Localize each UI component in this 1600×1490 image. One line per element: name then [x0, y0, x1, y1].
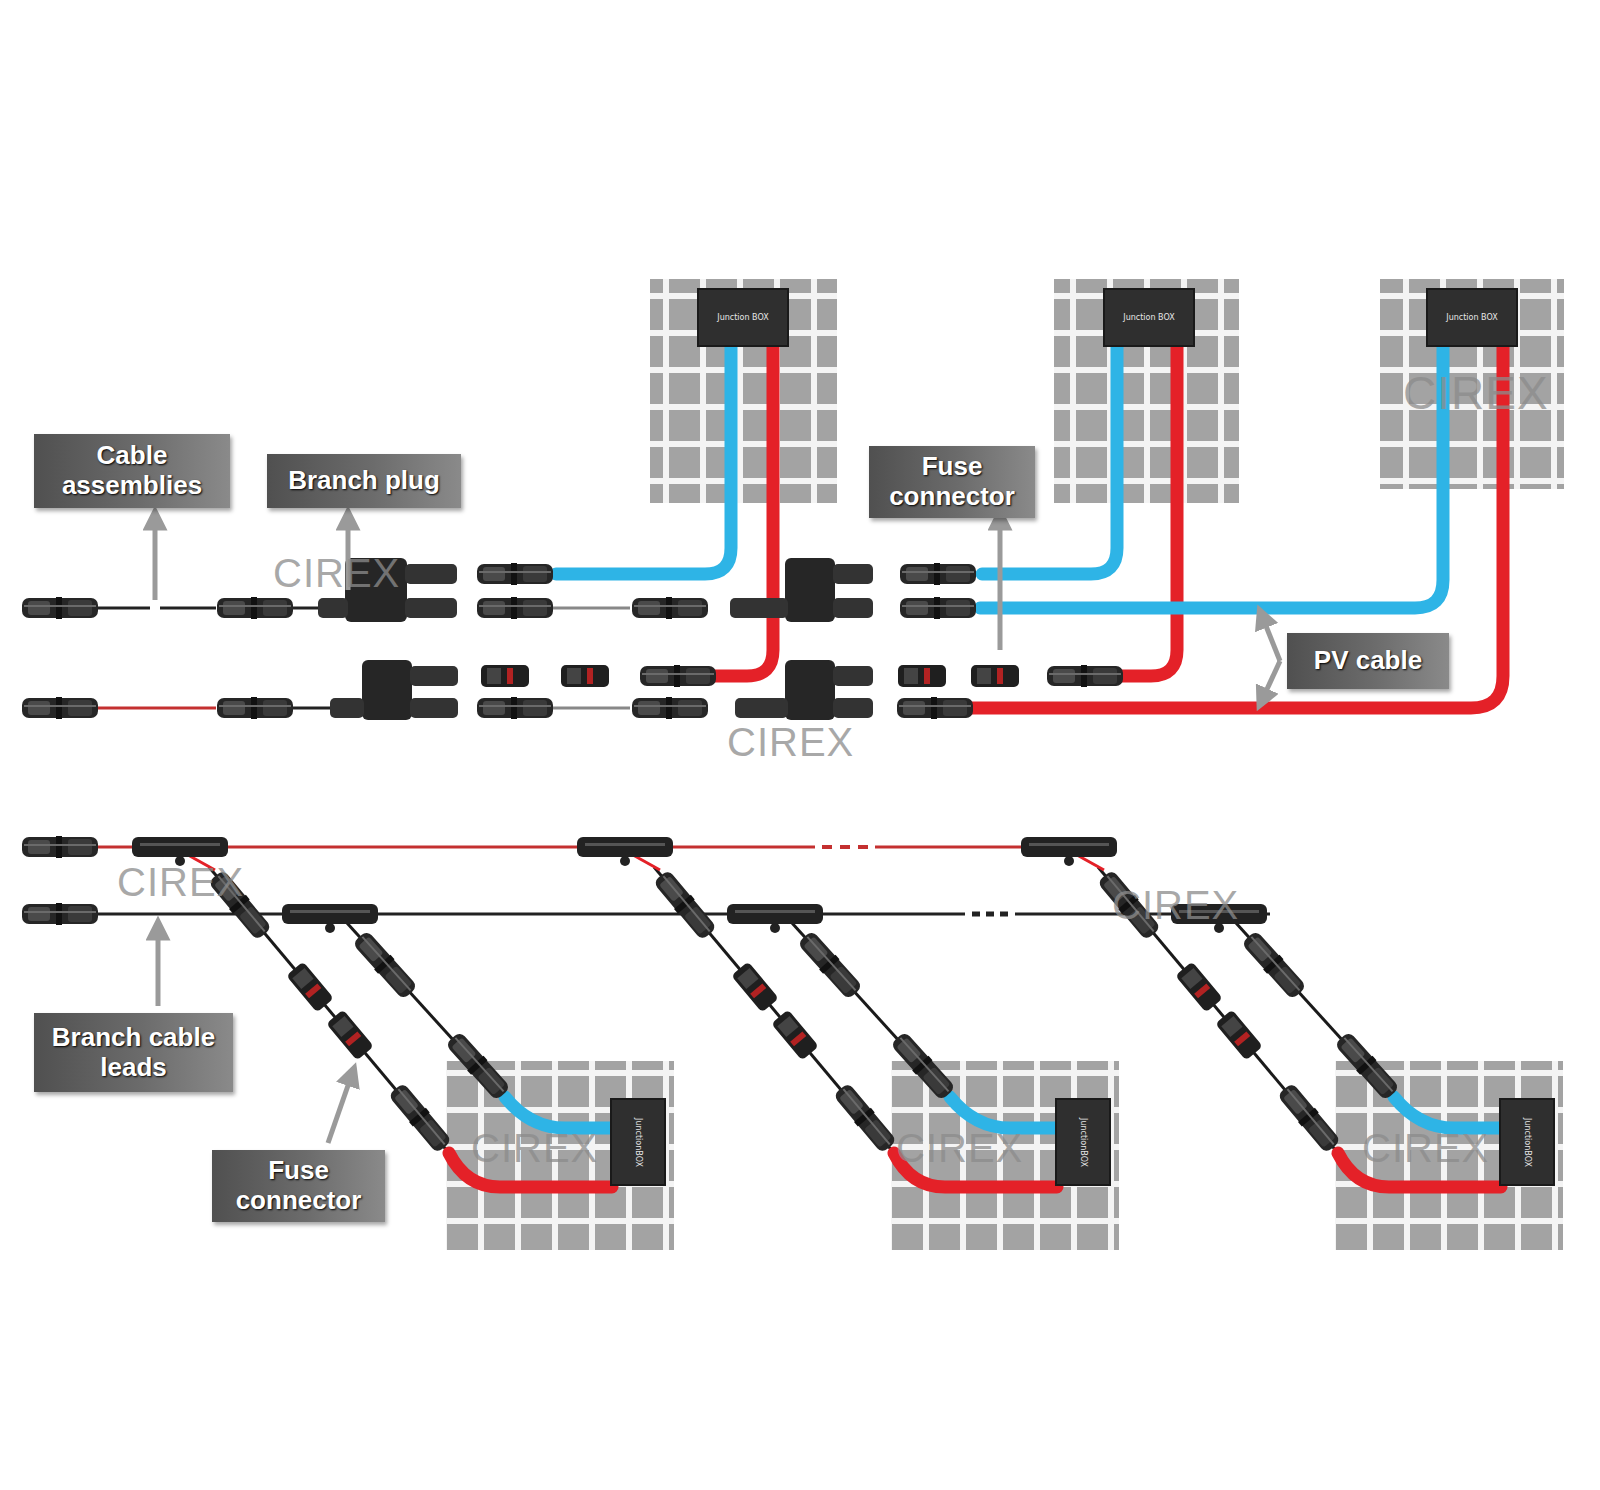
pv-cables	[556, 347, 1503, 708]
branch-units	[132, 837, 1563, 1250]
mc4-connectors-part	[898, 665, 946, 687]
branch-plugs	[318, 558, 873, 720]
mc4-connectors-part	[897, 697, 973, 719]
trunk-connectors-part	[22, 836, 98, 858]
junction-box: Junction BOX	[697, 288, 789, 347]
branch-plugs-part	[318, 598, 348, 618]
mc4-connectors-part	[561, 665, 609, 687]
branch-units-part	[1021, 837, 1563, 1250]
callout-text: Branch cable leads	[44, 1023, 223, 1083]
callout-box: Cable assemblies	[34, 434, 230, 508]
mc4-connectors-part	[971, 665, 1019, 687]
mc4-connectors-part	[217, 697, 293, 719]
pv-cables-part	[980, 347, 1443, 608]
pv-cables-part	[713, 347, 773, 676]
mc4-connectors-part	[477, 697, 553, 719]
callout-text: PV cable	[1314, 646, 1422, 676]
junction-box-text: JunctionBOX	[634, 1118, 643, 1167]
junction-box: JunctionBOX	[1499, 1098, 1555, 1186]
thin-cables-part	[160, 607, 216, 610]
mc4-connectors-part	[477, 563, 553, 585]
mc4-connectors-part	[22, 597, 98, 619]
branch-plugs-part	[785, 660, 835, 720]
watermark: CIREX	[1362, 1128, 1489, 1168]
mc4-connectors-part	[632, 697, 708, 719]
branch-units-part	[577, 837, 1119, 1250]
solar-panels-part	[1380, 279, 1564, 489]
branch-plugs-part	[410, 698, 458, 718]
watermark: CIREX	[471, 1128, 598, 1168]
leader-arrows	[155, 518, 1280, 1143]
junction-box: JunctionBOX	[610, 1098, 666, 1186]
callout-box: Fuse connector	[212, 1150, 385, 1222]
pv-cables-part	[556, 347, 731, 574]
trunk-connectors-part	[22, 903, 98, 925]
mc4-connectors-part	[22, 697, 98, 719]
branch-plugs-part	[833, 598, 873, 618]
callout-text: Fuse connector	[222, 1156, 375, 1216]
trunk-cables-part	[972, 912, 1008, 917]
watermark: CIREX	[117, 862, 244, 902]
callout-text: Fuse connector	[879, 452, 1025, 512]
callout-box: Branch cable leads	[34, 1013, 233, 1092]
thin-cables-part	[98, 607, 150, 610]
mc4-connectors-part	[481, 665, 529, 687]
branch-plugs-part	[833, 698, 873, 718]
junction-box-text: Junction BOX	[717, 313, 768, 322]
branch-plugs-part	[410, 666, 458, 686]
pv-cables-part	[1122, 347, 1177, 676]
branch-plugs-part	[785, 558, 835, 622]
branch-plugs-part	[405, 598, 457, 618]
trunk-cables-part	[822, 845, 868, 849]
mc4-connectors-part	[900, 563, 976, 585]
solar-panels	[650, 279, 1564, 503]
mc4-connectors-part	[640, 665, 716, 687]
callout-text: Cable assemblies	[44, 441, 220, 501]
trunk-connectors	[22, 836, 98, 925]
callout-box: PV cable	[1287, 633, 1449, 689]
junction-box: Junction BOX	[1426, 288, 1518, 347]
mc4-connectors-part	[477, 597, 553, 619]
branch-plugs-part	[362, 660, 412, 720]
watermark: CIREX	[273, 553, 400, 593]
leader-arrows-part	[998, 518, 1003, 650]
callout-box: Fuse connector	[869, 446, 1035, 518]
watermark: CIREX	[896, 1128, 1023, 1168]
leader-arrows-part	[1262, 616, 1280, 661]
leader-arrows-part	[153, 518, 158, 600]
solar-panels-part	[650, 279, 837, 503]
branch-plugs-part	[833, 666, 873, 686]
junction-box: JunctionBOX	[1055, 1098, 1111, 1186]
callout-text: Branch plug	[288, 466, 440, 496]
branch-plugs-part	[735, 698, 788, 718]
trunk-cables-part	[95, 913, 965, 916]
leader-arrows-part	[1262, 661, 1280, 700]
thin-cables	[98, 608, 790, 708]
mc4-connectors	[22, 563, 1123, 719]
branch-plugs-part	[730, 598, 788, 618]
junction-box: Junction BOX	[1103, 288, 1195, 347]
mc4-connectors-part	[632, 597, 708, 619]
watermark: CIREX	[1403, 370, 1549, 416]
solar-panels-part	[1054, 279, 1239, 503]
junction-box-text: JunctionBOX	[1523, 1118, 1532, 1167]
watermark: CIREX	[727, 722, 854, 762]
branch-plugs-part	[405, 564, 457, 584]
thin-cables-part	[98, 707, 216, 710]
mc4-connectors-part	[217, 597, 293, 619]
callout-box: Branch plug	[267, 454, 461, 508]
junction-box-text: Junction BOX	[1123, 313, 1174, 322]
watermark: CIREX	[1112, 885, 1239, 925]
leader-arrows-part	[328, 1074, 352, 1143]
thin-cables-part	[552, 707, 630, 710]
mc4-connectors-part	[900, 597, 976, 619]
branch-plugs-part	[330, 698, 364, 718]
thin-cables-part	[552, 607, 630, 610]
branch-plugs-part	[833, 564, 873, 584]
mc4-connectors-part	[1047, 665, 1123, 687]
leader-arrows-part	[156, 928, 161, 1006]
junction-box-text: Junction BOX	[1446, 313, 1497, 322]
junction-box-text: JunctionBOX	[1079, 1118, 1088, 1167]
